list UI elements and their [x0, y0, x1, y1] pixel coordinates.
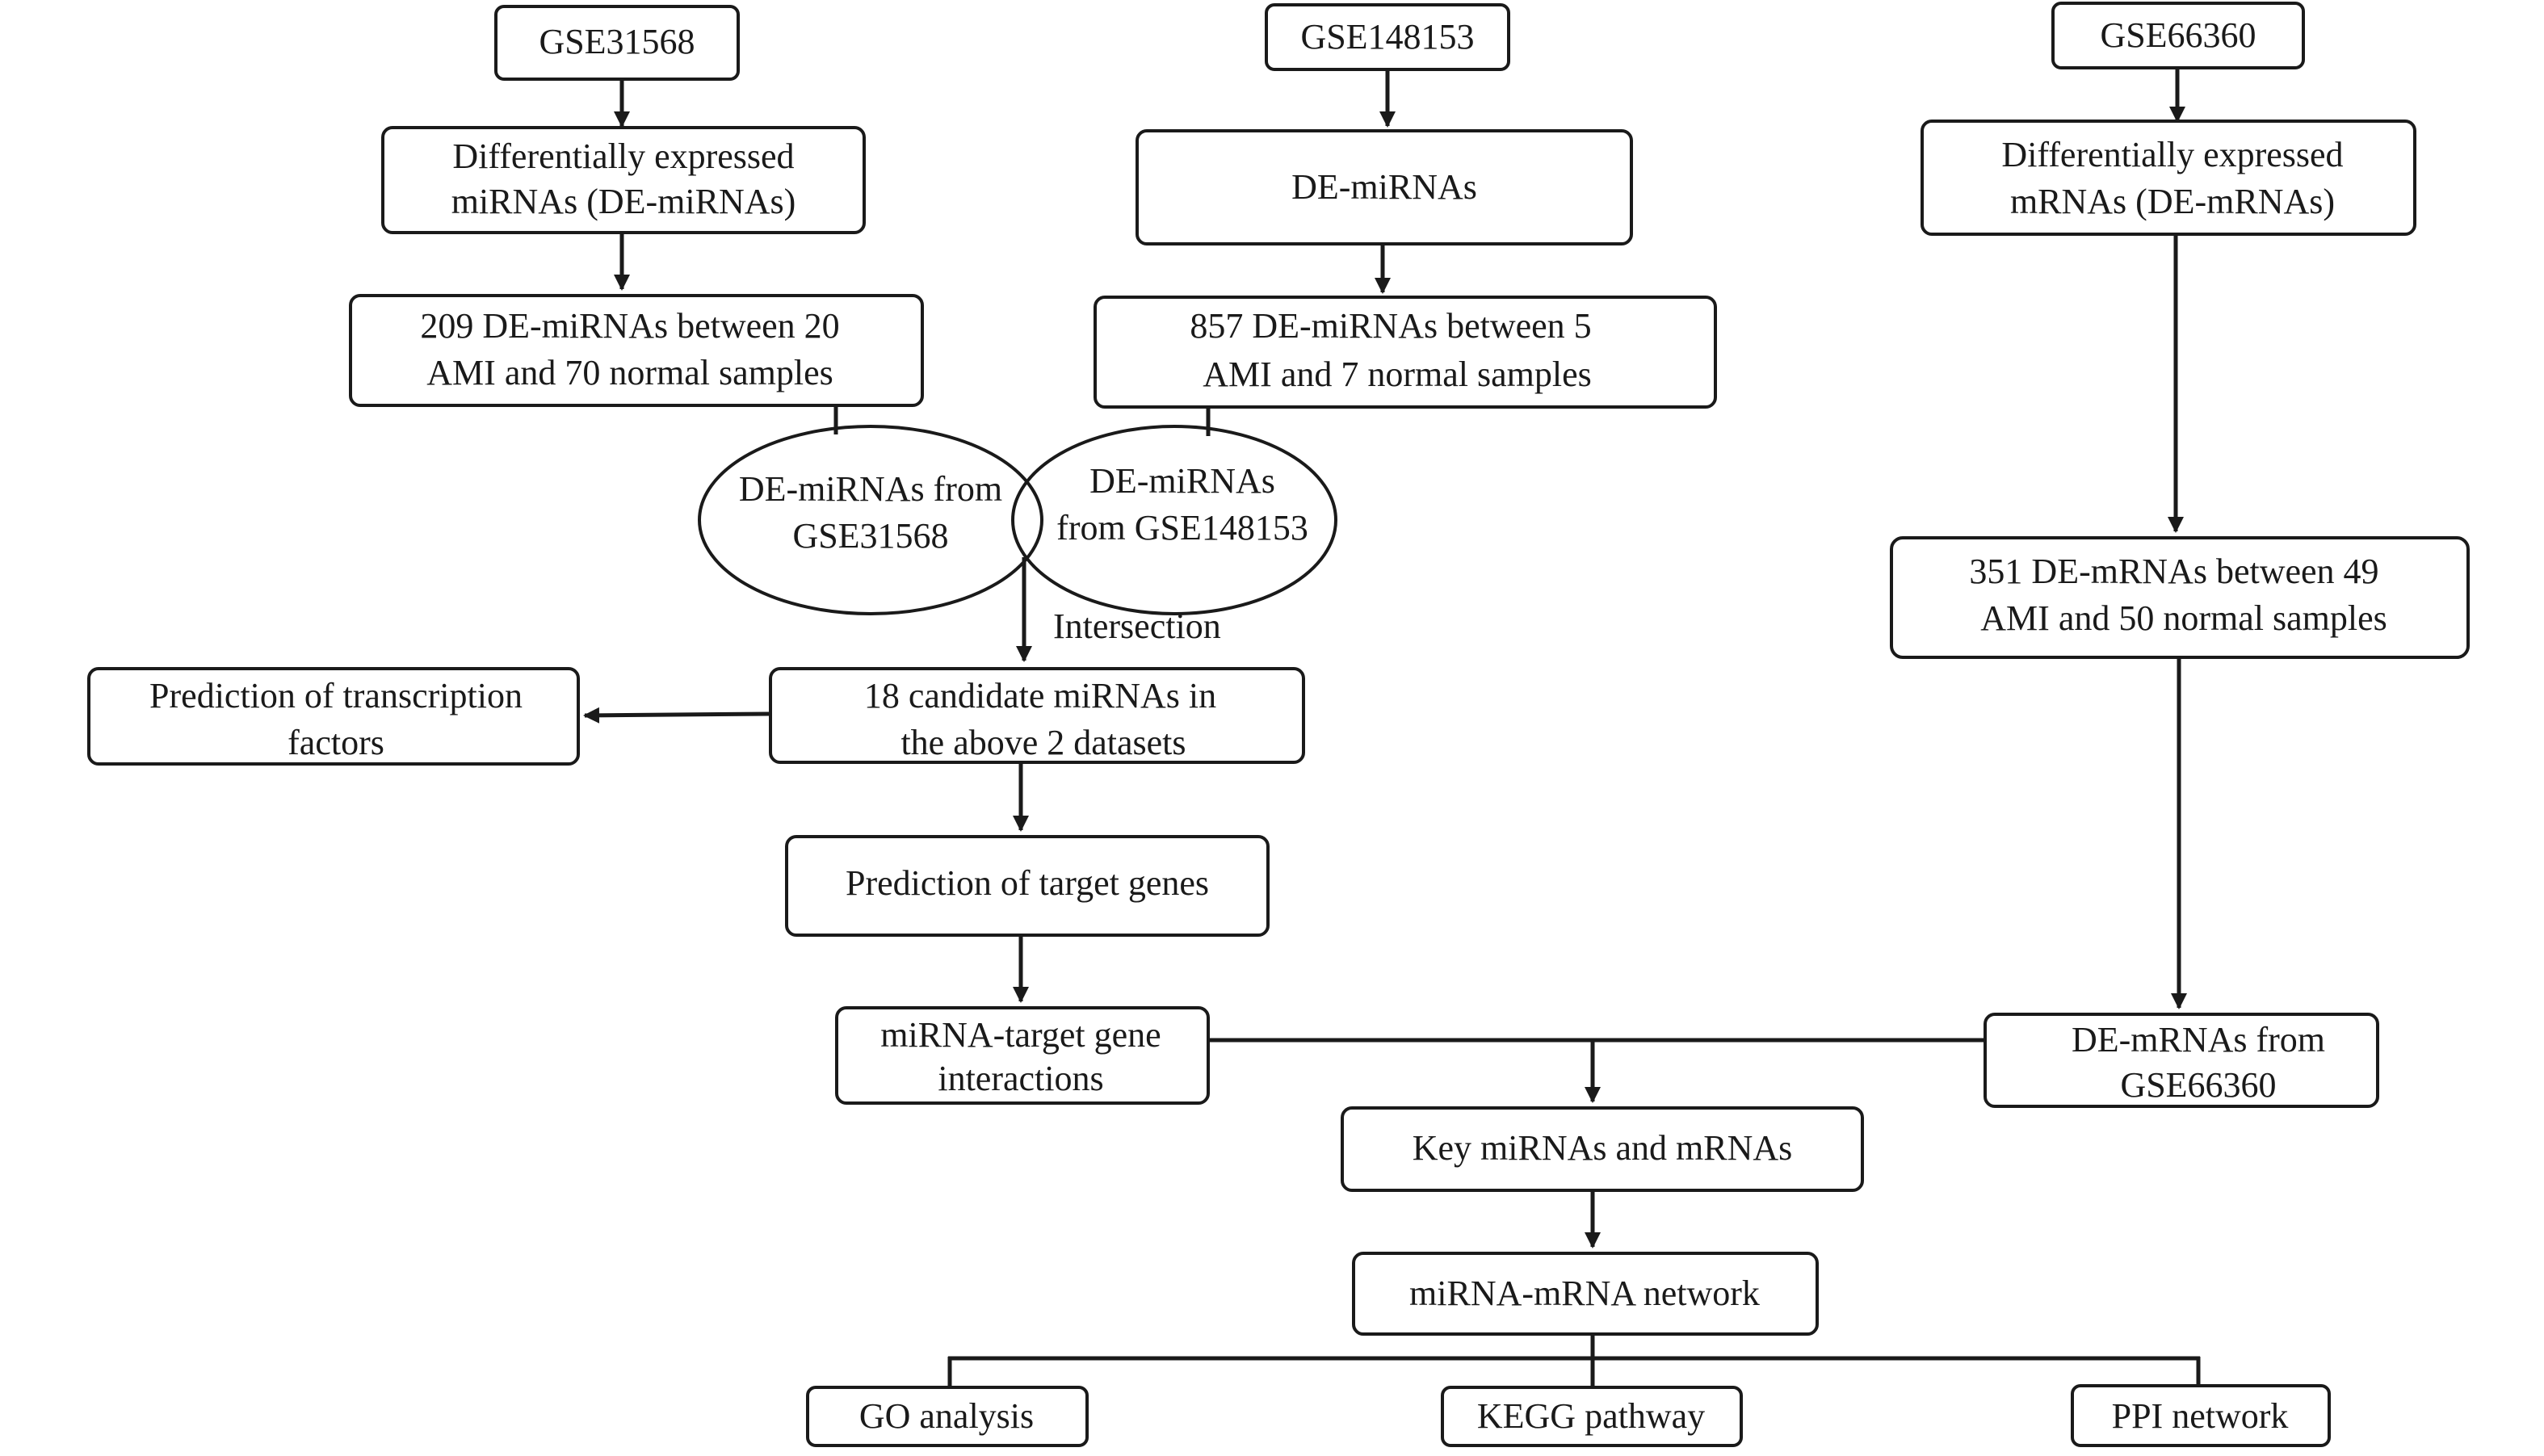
box-de-mirnas-gse31568: Differentially expressed miRNAs (DE-miRN…	[381, 126, 866, 234]
box-de-mrnas-from: DE-mRNAs from GSE66360	[1984, 1013, 2379, 1108]
box-de-mirnas-gse148153: DE-miRNAs	[1136, 129, 1633, 245]
arrow-candidate-to-tf	[583, 707, 770, 724]
gse66360-label: GSE66360	[2100, 15, 2256, 55]
venn-diagram: DE-miRNAs from GSE31568 DE-miRNAs from G…	[698, 425, 1337, 615]
box-key-mirnas-mrnas: Key miRNAs and mRNAs	[1341, 1106, 1864, 1192]
tf-line2: factors	[288, 723, 384, 762]
venn-left-line1: DE-miRNAs from	[739, 469, 1002, 509]
gse31568-label: GSE31568	[539, 22, 695, 61]
ppi-label: PPI network	[2112, 1396, 2289, 1436]
venn-left-ellipse	[698, 425, 1043, 615]
box-go-analysis: GO analysis	[806, 1386, 1089, 1447]
target-genes-label: Prediction of target genes	[846, 863, 1209, 903]
box-857-de-mirnas: 857 DE-miRNAs between 5 AMI and 7 normal…	[1094, 296, 1717, 409]
box-mirna-mrna-network: miRNA-mRNA network	[1352, 1252, 1819, 1336]
count-351-line2: AMI and 50 normal samples	[1980, 598, 2387, 638]
count-857-line1: 857 DE-miRNAs between 5	[1190, 306, 1591, 346]
de-mrnas-line2: mRNAs (DE-mRNAs)	[2010, 182, 2335, 221]
box-de-mrnas: Differentially expressed mRNAs (DE-mRNAs…	[1921, 120, 2416, 236]
de-mirnas-1-line1: Differentially expressed	[452, 136, 794, 176]
connectors	[583, 68, 2206, 1404]
gse148153-label: GSE148153	[1300, 17, 1474, 57]
de-mirnas-1-line2: miRNAs (DE-miRNAs)	[451, 182, 796, 221]
venn-right-ellipse	[1011, 425, 1337, 615]
count-857-line2: AMI and 7 normal samples	[1203, 355, 1591, 394]
count-209-line2: AMI and 70 normal samples	[426, 353, 833, 392]
de-mirnas-2-label: DE-miRNAs	[1291, 167, 1477, 207]
de-mrnas-line1: Differentially expressed	[2001, 135, 2343, 174]
box-candidate-mirnas: 18 candidate miRNAs in the above 2 datas…	[769, 667, 1305, 764]
box-gse66360: GSE66360	[2051, 2, 2305, 69]
box-gse31568: GSE31568	[494, 5, 740, 81]
box-kegg-pathway: KEGG pathway	[1441, 1386, 1743, 1447]
count-351-line1: 351 DE-mRNAs between 49	[1969, 552, 2378, 591]
go-label: GO analysis	[859, 1396, 1034, 1436]
interactions-line2: interactions	[938, 1059, 1103, 1098]
network-label: miRNA-mRNA network	[1409, 1273, 1760, 1313]
box-gse148153: GSE148153	[1265, 3, 1510, 71]
tf-line1: Prediction of transcription	[149, 676, 523, 715]
count-209-line1: 209 DE-miRNAs between 20	[420, 306, 839, 346]
box-209-de-mirnas: 209 DE-miRNAs between 20 AMI and 70 norm…	[349, 294, 924, 407]
venn-right-line2: from GSE148153	[1056, 508, 1308, 548]
de-mrnas-from-line1: DE-mRNAs from	[2072, 1020, 2325, 1059]
candidate-line1: 18 candidate miRNAs in	[864, 676, 1216, 715]
intersection-label: Intersection	[1053, 606, 1221, 646]
kegg-label: KEGG pathway	[1477, 1396, 1705, 1436]
box-ppi-network: PPI network	[2071, 1384, 2331, 1447]
candidate-line2: the above 2 datasets	[900, 723, 1186, 762]
box-351-de-mrnas: 351 DE-mRNAs between 49 AMI and 50 norma…	[1890, 536, 2470, 659]
interactions-line1: miRNA-target gene	[880, 1015, 1161, 1055]
box-interactions: miRNA-target gene interactions	[835, 1006, 1210, 1105]
box-transcription-factors: Prediction of transcription factors	[87, 667, 580, 766]
box-target-genes: Prediction of target genes	[785, 835, 1270, 937]
key-label: Key miRNAs and mRNAs	[1413, 1128, 1793, 1168]
venn-left-line2: GSE31568	[792, 516, 948, 556]
venn-right-line1: DE-miRNAs	[1089, 461, 1275, 501]
de-mrnas-from-line2: GSE66360	[2120, 1065, 2276, 1105]
